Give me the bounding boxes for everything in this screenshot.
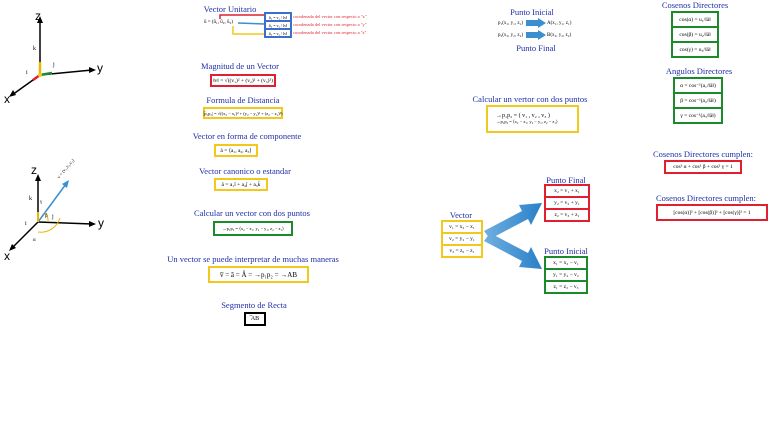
calcular1-formula: →p₁p₂ = ⟨x₂ − x₁, y₂ − y₁, z₂ − z₁⟩ — [213, 221, 293, 236]
componente-title: Vector en forma de componente — [192, 131, 302, 141]
unit-j-label: j — [53, 62, 55, 68]
punto-final-stack-title: Punto Final — [546, 175, 586, 185]
axis-z-label: z — [35, 9, 41, 23]
cumplen1-formula: cos² α + cos² β + cos² γ = 1 — [664, 160, 742, 174]
angle-beta-label: β — [45, 214, 48, 219]
punto-inicial-stack-title: Punto Inicial — [544, 246, 588, 256]
distancia-formula: |̅p₁p₂| = √((x₂ − x₁)² + (y₂ − y₁)² + (z… — [203, 107, 283, 119]
angulos-cell-3: γ = cos⁻¹(a₃/‖ā‖) — [673, 107, 723, 124]
angulos-cell-1: α = cos⁻¹(a₁/‖ā‖) — [673, 77, 723, 94]
unitario-note-x: coordenada del vector con respecto a "x" — [293, 14, 367, 19]
punto-inicial-cell-3: z₁ = z₂ − v₃ — [544, 280, 588, 294]
punto-final-title: Punto Final — [516, 43, 556, 53]
vector-unitario-connectors — [219, 14, 266, 35]
punto-p2: p₂(x₂, y₂, z₂) — [498, 33, 524, 38]
angulos-title: Angulos Directores — [665, 66, 733, 76]
punto-p1: p₁(x₁, y₁, z₁) — [498, 21, 524, 26]
angle-gamma-label: γ — [40, 200, 43, 205]
componente-formula: ā = ⟨a₁, a₂, a₃⟩ — [214, 144, 258, 157]
punto-arrows — [526, 18, 546, 40]
vector-cell-3: v₃ = z₂ − z₁ — [441, 244, 483, 258]
distancia-title: Formula de Distancia — [206, 95, 280, 105]
punto-a: A(x₁, y₁, z₁) — [547, 21, 572, 26]
punto-final-cell-3: z₂ = v₃ + z₁ — [544, 208, 590, 222]
punto-b: B(x₂, y₂, z₂) — [547, 33, 572, 38]
unitario-box-3: û₃ = v₃ / ‖v‖ — [264, 28, 292, 38]
canonico-formula: ā = a₁î + a₂ĵ + a₃k̂ — [214, 178, 268, 191]
cosenos-title: Cosenos Directores — [661, 0, 729, 10]
calcular1-title: Calcular un vector con dos puntos — [194, 208, 310, 218]
axis-y-label: y — [97, 61, 103, 75]
segmento-formula: ̅AB — [244, 312, 266, 326]
vector-title: Vector — [449, 210, 473, 220]
calcular2-title: Calcular un vertor con dos puntos — [472, 94, 588, 104]
interpretar-formula: v̅ = ā = Â = →p₁p₂ = →AB — [208, 266, 309, 283]
axis2-x-label: x — [4, 249, 10, 263]
vector-stack: v₁ = x₂ − x₁ v₂ = y₂ − y₁ v₃ = z₂ − z₁ — [441, 220, 483, 258]
punto-inicial-stack: x₁ = x₂ − v₁ y₁ = y₂ − v₂ z₁ = z₂ − v₃ — [544, 256, 588, 294]
axis2-z-label: z — [31, 163, 37, 177]
cosenos-cell-3: cos(γ) = u₃/‖ā‖ — [671, 41, 719, 58]
calcular2-line2: →p₁p₂ = ⟨x₂ − x₁, y₂ − y₁, z₂ − z₁⟩ — [496, 119, 558, 124]
interpretar-title: Un vector se puede interpretar de muchas… — [167, 254, 339, 264]
calcular2-box: →p₁p₂ = ( v₁ , v₂ , v₃ ) →p₁p₂ = ⟨x₂ − x… — [486, 105, 579, 133]
angle-alpha-label: α — [33, 238, 36, 243]
segmento-title: Segmento de Recta — [221, 300, 287, 310]
vector-unitario-boxes: û₁ = v₁ / ‖v‖ û₂ = v₂ / ‖v‖ û₃ = v₃ / ‖v… — [264, 12, 292, 38]
canonico-title: Vector canonico o estandar — [199, 166, 291, 176]
axes-diagram-2 — [9, 174, 96, 251]
cumplen1-title: Cosenos Directores cumplen: — [652, 149, 754, 159]
unit2-k-label: k — [29, 196, 32, 202]
unit2-j-label: j — [52, 214, 54, 220]
axes-diagram-1 — [9, 16, 96, 97]
axis-x-label: x — [4, 92, 10, 106]
vector-branch-arrows — [484, 203, 542, 269]
unit2-i-label: i — [25, 221, 27, 227]
cumplen2-formula: [cos(α)]² + [cos(β)]² + [cos(γ)]² = 1 — [656, 204, 768, 221]
magnitud-title: Magnitud de un Vector — [201, 61, 279, 71]
unitario-note-z: coordenada del vector con respecto a "z" — [293, 30, 367, 35]
cumplen2-title: Cosenos Directores cumplen: — [655, 193, 757, 203]
axis2-y-label: y — [98, 216, 104, 230]
unit-k-label: k — [33, 46, 36, 52]
unit-i-label: i — [26, 70, 28, 76]
vector-unitario-lhs: û = (û₁, û₂, û₃) — [204, 20, 233, 25]
unitario-note-y: coordenada del vector con respecto a "y" — [293, 22, 367, 27]
calcular2-line1: →p₁p₂ = ( v₁ , v₂ , v₃ ) — [496, 113, 550, 119]
vector-unitario-title: Vector Unitario — [203, 4, 257, 14]
punto-final-stack: x₂ = v₁ + x₁ y₂ = v₂ + y₁ z₂ = v₃ + z₁ — [544, 184, 590, 222]
punto-inicial-title: Punto Inicial — [510, 7, 554, 17]
angulos-stack: α = cos⁻¹(a₁/‖ā‖) β = cos⁻¹(a₂/‖ā‖) γ = … — [673, 77, 723, 124]
cosenos-stack: cos(α) = u₁/‖ā‖ cos(β) = u₂/‖ā‖ cos(γ) =… — [671, 11, 719, 58]
magnitud-formula: ‖v‖ = √((v₁)² + (v₂)² + (v₃)²) — [210, 74, 276, 87]
